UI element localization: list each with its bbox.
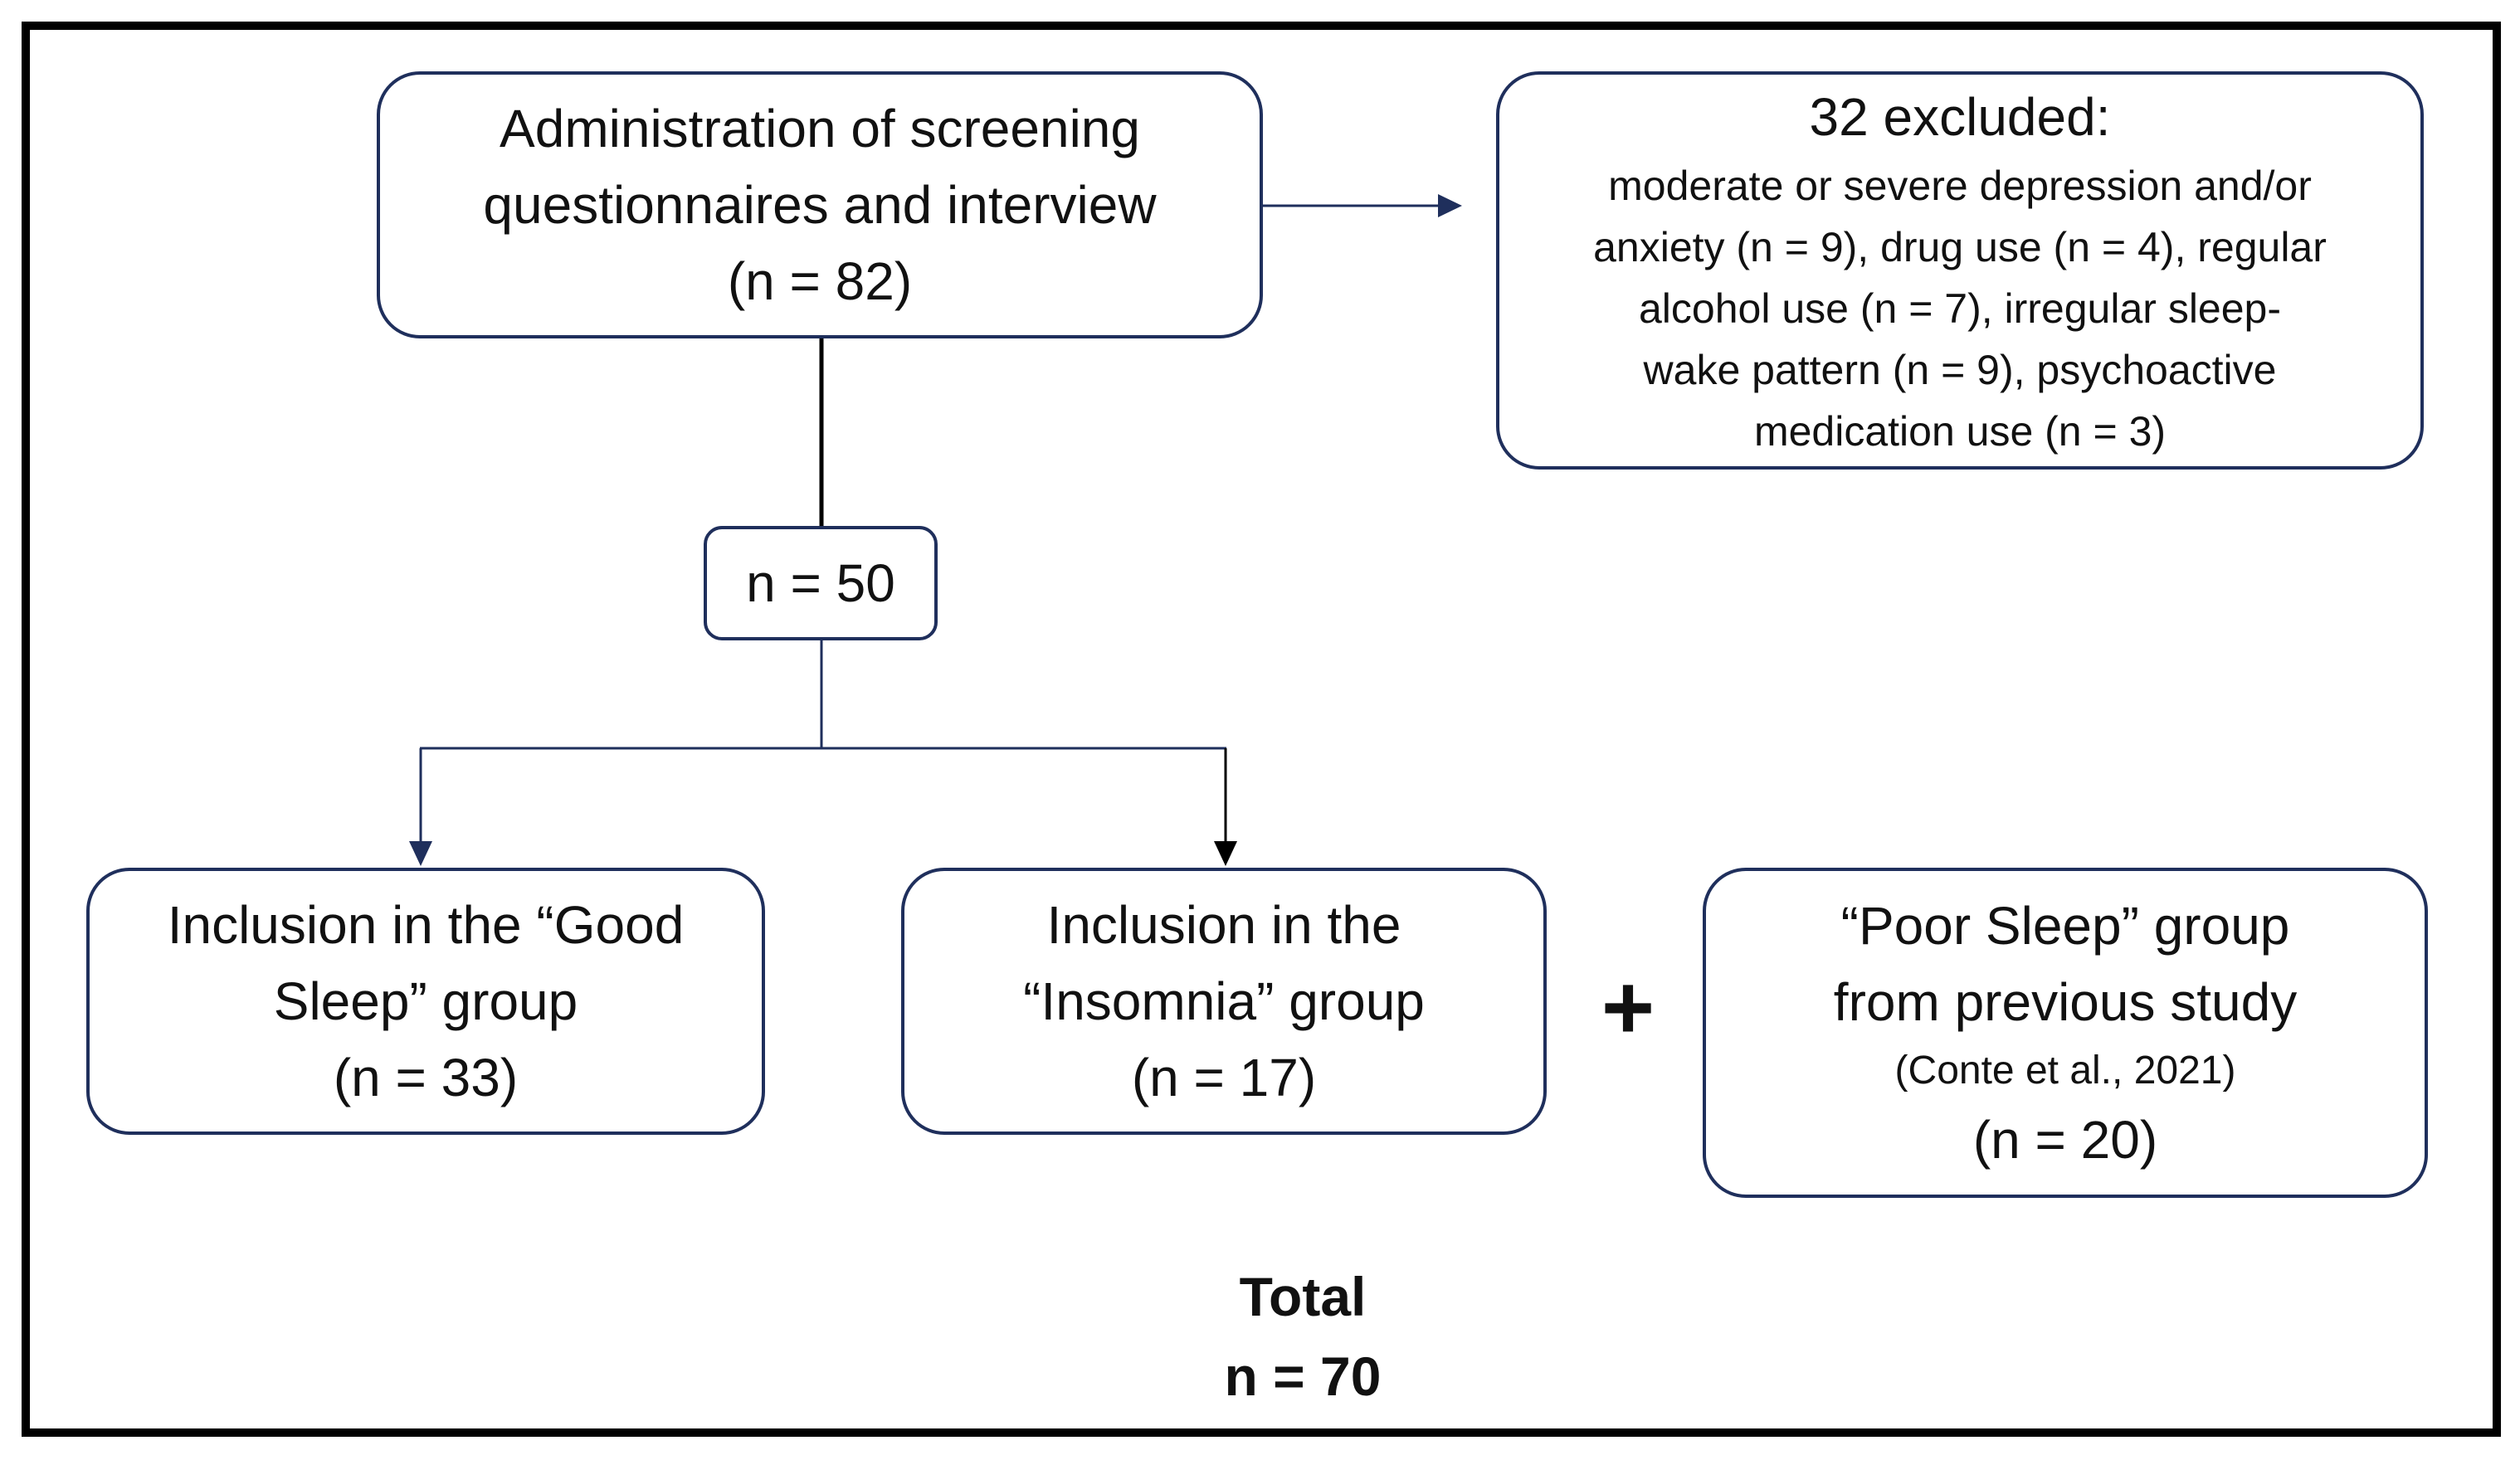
excluded-title: 32 excluded: [1809, 87, 2111, 147]
good-sleep-box: Inclusion in the “Good Sleep” group (n =… [86, 868, 765, 1135]
excluded-line-4: wake pattern (n = 9), psychoactive [1643, 347, 2277, 393]
outer-frame [22, 22, 2501, 1437]
screening-box: Administration of screening questionnair… [377, 71, 1263, 338]
excluded-line-5: medication use (n = 3) [1753, 408, 2167, 455]
insomnia-box: Inclusion in the “Insomnia” group (n = 1… [901, 868, 1547, 1135]
good-sleep-line-1: Inclusion in the “Good [167, 895, 685, 955]
insomnia-line-2: “Insomnia” group [1023, 971, 1425, 1031]
excluded-line-1: moderate or severe depression and/or [1608, 163, 2312, 209]
arrowhead-excluded [1438, 194, 1462, 217]
total-label: Total [1239, 1266, 1367, 1327]
total-value: n = 70 [1224, 1346, 1382, 1407]
poor-sleep-line-2: from previous study [1833, 972, 2298, 1032]
poor-sleep-citation: (Conte et al., 2021) [1894, 1049, 2236, 1093]
good-sleep-line-2: Sleep” group [273, 971, 578, 1031]
screening-line-2: questionnaires and interview [483, 175, 1157, 235]
remaining-label: n = 50 [746, 553, 895, 613]
total-block: Total n = 70 [1137, 1257, 1469, 1416]
insomnia-line-1: Inclusion in the [1046, 895, 1401, 955]
good-sleep-line-3: (n = 33) [333, 1048, 519, 1107]
poor-sleep-line-3: (n = 20) [1972, 1110, 2158, 1170]
remaining-box: n = 50 [704, 526, 938, 640]
insomnia-line-3: (n = 17) [1131, 1048, 1317, 1107]
poor-sleep-line-1: “Poor Sleep” group [1840, 896, 2290, 956]
poor-sleep-box: “Poor Sleep” group from previous study (… [1703, 868, 2428, 1198]
arrowhead-insomnia [1214, 841, 1237, 866]
excluded-line-3: alcohol use (n = 7), irregular sleep- [1639, 285, 2281, 332]
excluded-line-2: anxiety (n = 9), drug use (n = 4), regul… [1593, 224, 2327, 270]
arrowhead-good-sleep [409, 841, 432, 866]
screening-line-3: (n = 82) [727, 251, 913, 311]
screening-line-1: Administration of screening [500, 99, 1140, 158]
excluded-box: 32 excluded: moderate or severe depressi… [1496, 71, 2424, 470]
plus-sign: + [1601, 956, 1655, 1058]
